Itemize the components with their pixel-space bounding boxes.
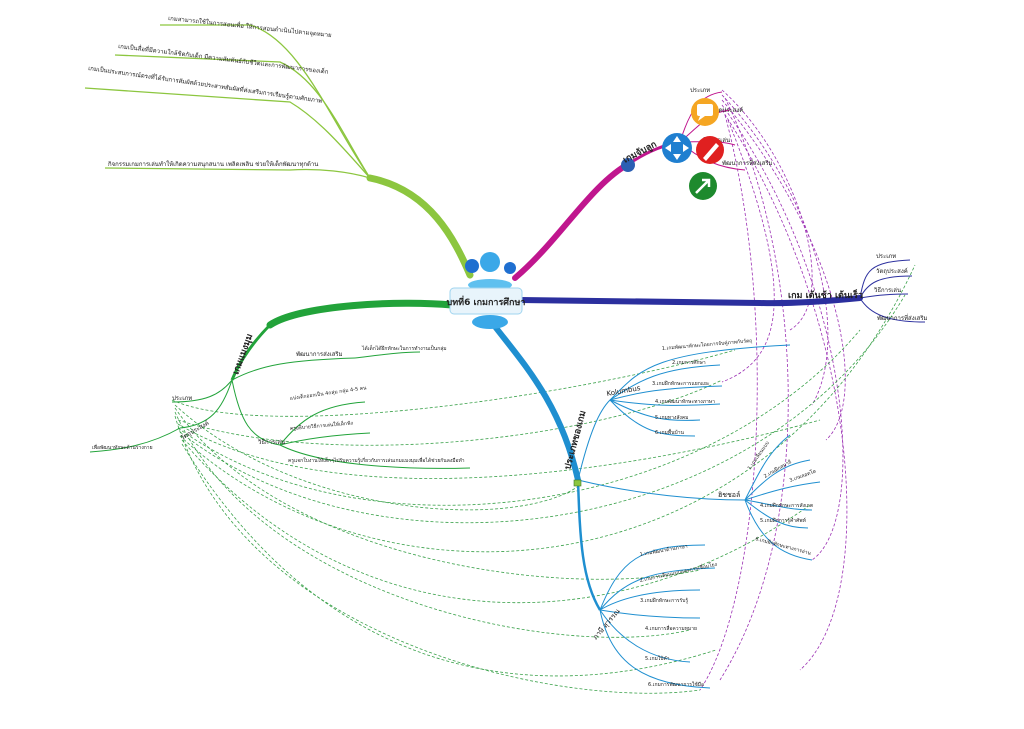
chat-icon[interactable]: [691, 98, 719, 126]
pencil-icon[interactable]: [696, 136, 724, 164]
left-detail-4: ครูแจกใบงานให้เด็กๆไปรับความรู้เกี่ยวกับ…: [288, 456, 465, 464]
branch-top-left-trunk: [366, 174, 474, 279]
center-box: [449, 287, 523, 315]
note-icon[interactable]: [573, 479, 582, 487]
group-1-item-2: 2.เกมการศึกษา: [672, 359, 706, 366]
center-bubble-main: [480, 252, 500, 272]
right-group: เกม เต้นช้า เต้นเร็ว ประเภท วัตถุประสงค์…: [788, 253, 928, 322]
branch-bottom-lines: [577, 344, 821, 689]
right-item-2: วัตถุประสงค์: [876, 267, 908, 275]
group-3-item-6: 6.เกมการพัฒนาการใช้มือ: [648, 681, 704, 688]
arrows-icon[interactable]: [662, 133, 692, 163]
group-3-item-5: 5.เกมใบ้คำ: [645, 655, 670, 662]
top-right-title: เกมจับลูก: [621, 139, 658, 166]
bottom-group: ประเภทของเกม Kolumbus 1.เกมพัฒนาทักษะโดย…: [562, 337, 817, 688]
group-2-item-6: 6.เกมฝึกทักษะทางการอ่าน: [754, 535, 812, 557]
center-bubble-left: [465, 259, 479, 273]
group-2-title: ฮิชชอล์: [718, 491, 740, 499]
top-right-item-2: จุดประสงค์: [715, 106, 743, 114]
group-3-item-2: 2.เกมการเลียนแบบและการเชื่อมโยง: [639, 561, 718, 584]
group-1-item-5: 5.เกมทางสังคม: [655, 415, 688, 421]
branch-left-lines: [89, 351, 471, 469]
right-item-4: พัฒนาการที่ส่งเสริม: [877, 314, 928, 322]
branch-left-stem: [230, 323, 272, 381]
branch-bottom-trunk: [487, 317, 581, 483]
green-dashed-links: [171, 264, 916, 694]
center-bottom-dome: [472, 315, 508, 329]
branch-right-trunk: [517, 295, 863, 307]
left-detail-1: ได้เด็กได้ฝึกทักษะในการทำงานเป็นกลุ่ม: [361, 344, 447, 352]
right-item-3: วิธีการเล่น: [873, 286, 901, 294]
group-3-item-4: 4.เกมการสื่อความหมาย: [645, 625, 697, 632]
top-left-item-4: กิจกรรมเกมการเล่นทำให้เกิดความสนุกสนาน เ…: [108, 159, 319, 168]
branch-left-trunk: [266, 299, 456, 329]
group-2-item-4: 4.เกมฝึกทักษะการสังเกต: [760, 502, 813, 509]
arrow-out-icon[interactable]: [689, 172, 717, 200]
center-title: บทที่6 เกมการศึกษา: [447, 295, 526, 308]
group-1-item-4: 4.เกมพัฒนาทักษะทางภาษา: [655, 399, 715, 405]
branch-top-right-trunk: [512, 160, 633, 281]
group-1-item-3: 3.เกมฝึกทักษะการแยกแยะ: [652, 380, 710, 387]
group-3-title: ภาษี สุวรรณ: [591, 607, 622, 641]
group-2-item-5: 5.เกมฝึกการรู้คำศัพท์: [760, 517, 806, 524]
left-detail-2: แบ่งเด็กออกเป็น 4กลุ่ม กลุ่ม 4-5 คน: [289, 383, 367, 402]
center-bubble-right: [504, 262, 516, 274]
top-right-node-dot: [621, 158, 635, 172]
group-1-item-6: 6.เกมพื้นบ้าน: [655, 427, 684, 436]
left-detail-3: ครูอธิบายวิธีการเล่นให้เด็กฟัง: [289, 418, 353, 432]
left-title: เกมแมงมุม: [231, 333, 255, 376]
branch-top-left-lines: [84, 24, 371, 179]
purple-dashed-links: [699, 89, 848, 691]
top-right-item-1: ประเภท: [690, 87, 710, 94]
group-1-item-1: 1.เกมพัฒนาทักษะโดยการจับคู่ภาพกับวัตถุ: [662, 337, 753, 352]
group-2-item-3: 3.เกมลอตโต: [788, 468, 817, 484]
top-left-item-1: เกมสามารถใช้ในการสอนเพื่อ ให้การสอนดำเนิ…: [168, 14, 332, 39]
group-3-item-3: 3.เกมฝึกทักษะการรับรู้: [640, 597, 688, 604]
center-topic[interactable]: บทที่6 เกมการศึกษา: [447, 252, 526, 329]
branch-right-lines: [859, 259, 926, 323]
left-item-3: พัฒนาการส่งเสริม: [296, 351, 343, 358]
top-left-item-2: เกมเป็นสื่อที่มีความใกล้ชิดกับเด็ก มีควา…: [118, 41, 330, 76]
left-item-4: วิธีการเล่น: [257, 438, 285, 446]
group-2-item-2: 2.เกมฝึกสมาธิ: [763, 458, 793, 480]
branch-bottom-stem: [576, 479, 602, 611]
right-title: เกม เต้นช้า เต้นเร็ว: [788, 288, 863, 301]
left-item-1: ประเภท: [172, 395, 192, 402]
group-1-title: Kolumbus: [606, 384, 641, 398]
right-item-1: ประเภท: [876, 253, 896, 260]
group-3-item-1: 1.เกมพัฒนาด้านภาษา: [639, 543, 688, 558]
top-right-group: เกมจับลูก ประเภท จุดประสงค์ วิธีการเล่น …: [621, 87, 773, 200]
left-detail-5: เพื่อพัฒนาทักษะด้านร่างกาย: [92, 444, 153, 451]
top-right-item-4: พัฒนาการที่ส่งเสริม: [722, 159, 773, 167]
